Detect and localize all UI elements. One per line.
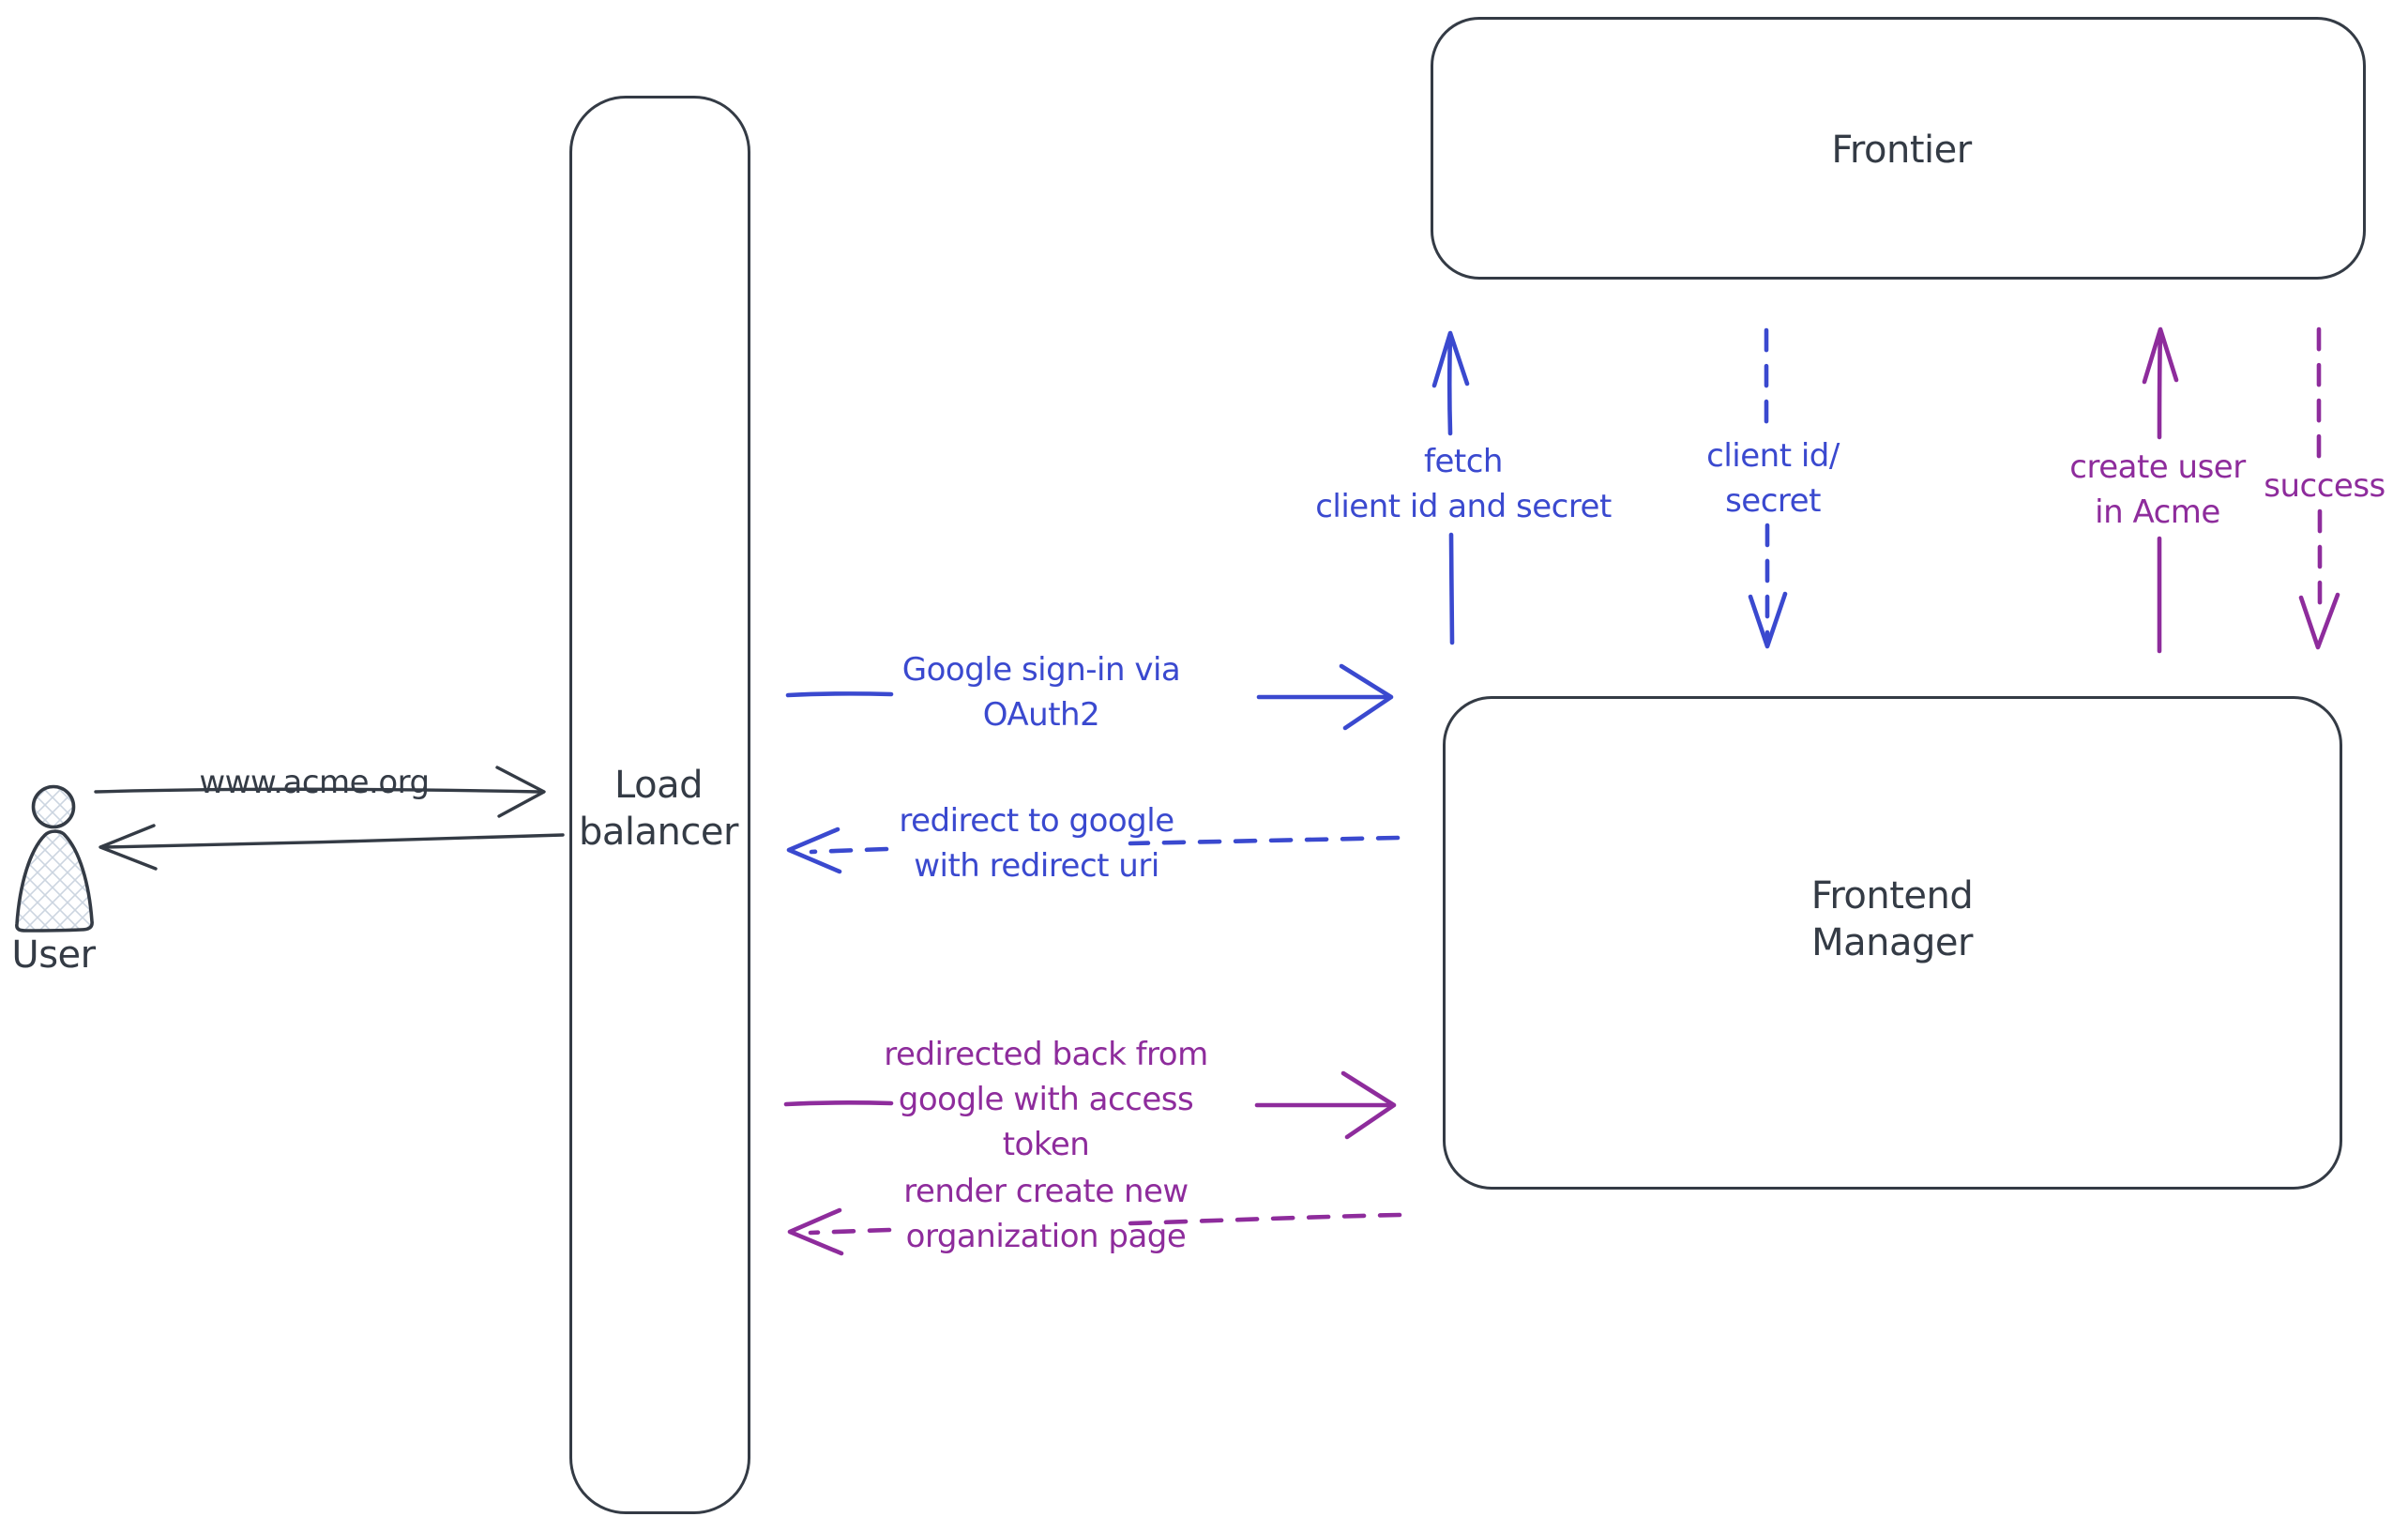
message-redirect-google-line1: redirect to google [899,802,1174,840]
load-balancer-label: Load balancer [579,762,738,856]
arrow-google-signin [785,663,1394,731]
arrow-return-to-user [98,824,565,871]
load-balancer-label-line1: Load [614,764,703,807]
message-redirected-back-line1: redirected back from [884,1036,1208,1073]
message-success: success [2264,467,2385,505]
message-create-user-line1: create user [2069,448,2246,486]
message-redirect-google-line2: with redirect uri [914,847,1159,885]
message-fetch-creds-line1: fetch [1424,443,1503,480]
user-figure [15,784,94,933]
frontend-manager-box [1443,696,2342,1190]
message-redirected-back-line3: token [1002,1126,1090,1163]
arrow-render-page [787,1207,1402,1256]
arrow-redirect-google [786,827,1401,874]
frontier-label: Frontier [1831,129,1972,172]
message-fetch-creds-line2: client id and secret [1315,488,1612,525]
message-render-page-line2: organization page [905,1218,1187,1255]
message-redirected-back-line2: google with access [898,1081,1194,1118]
message-google-signin-line2: OAuth2 [982,696,1100,734]
frontier-box [1431,17,2366,280]
message-create-user: create user in Acme [2069,445,2246,535]
user-body [15,829,94,933]
message-www-acme: www.acme.org [199,764,430,801]
message-render-page: render create new organization page [903,1169,1189,1259]
load-balancer-label-line2: balancer [579,811,738,854]
arrow-success [2298,326,2340,650]
frontend-manager-label-line1: Frontend [1810,874,1974,918]
message-client-creds-line1: client id/ [1706,437,1840,475]
user-head [31,784,76,829]
arrow-create-user [2142,326,2179,654]
load-balancer-box [569,96,750,1514]
arrow-www-acme [94,766,546,818]
message-google-signin: Google sign-in via OAuth2 [901,647,1181,737]
arrow-fetch-creds [1431,330,1470,645]
arrow-redirected-back [783,1070,1397,1140]
frontend-manager-label-line2: Manager [1811,921,1973,964]
message-create-user-line2: in Acme [2095,493,2220,531]
message-google-signin-line1: Google sign-in via [901,651,1181,689]
message-client-creds-line2: secret [1725,482,1821,520]
frontend-manager-label: Frontend Manager [1811,872,1974,966]
user-label: User [11,933,96,977]
message-fetch-creds: fetch client id and secret [1315,439,1612,529]
message-render-page-line1: render create new [903,1173,1189,1210]
message-redirected-back: redirected back from google with access … [884,1032,1208,1167]
message-client-creds: client id/ secret [1706,433,1840,523]
message-redirect-google: redirect to google with redirect uri [899,798,1174,888]
arrow-client-creds [1748,327,1788,649]
